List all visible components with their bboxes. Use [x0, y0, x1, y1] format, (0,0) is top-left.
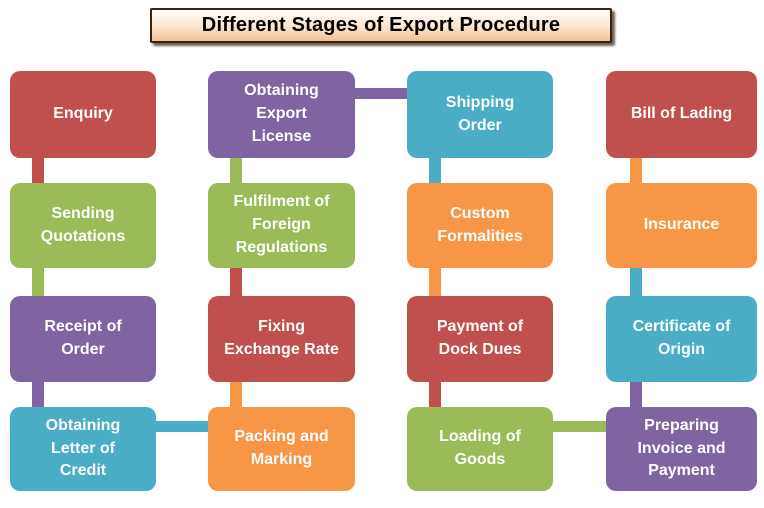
stage-box-obtaining-export-license: Obtaining Export License — [208, 71, 355, 158]
stage-label: Certificate of Origin — [632, 318, 731, 358]
stage-label: Sending Quotations — [40, 204, 126, 245]
stage-box-bill-of-lading: Bill of Lading — [606, 71, 757, 158]
stage-box-custom-formalities: Custom Formalities — [407, 183, 553, 268]
stage-label: Fixing Exchange Rate — [224, 318, 339, 358]
stage-label: Preparing Invoice and Payment — [637, 416, 726, 480]
connector-packing-and-marking-fixing-exchange-rate — [230, 381, 242, 408]
connector-fixing-exchange-rate-fulfilment — [230, 267, 242, 297]
stage-box-insurance: Insurance — [606, 183, 757, 268]
stage-box-fulfilment-of-foreign-regulations: Fulfilment of Foreign Regulations — [208, 183, 355, 268]
connector-shipping-order-custom-formalities — [429, 157, 441, 184]
connector-fulfilment-obtaining-export-license — [230, 157, 242, 184]
stage-label: Payment of Dock Dues — [436, 318, 524, 358]
connector-receipt-of-order-obtaining-letter-of-credit — [32, 381, 44, 408]
diagram-title: Different Stages of Export Procedure — [201, 14, 561, 36]
stage-box-fixing-exchange-rate: Fixing Exchange Rate — [208, 296, 355, 382]
connector-custom-formalities-payment-of-dock-dues — [429, 267, 441, 297]
connector-obtaining-export-license-shipping-order — [354, 88, 408, 99]
stage-label: Obtaining Export License — [244, 82, 319, 145]
stage-label: Fulfilment of Foreign Regulations — [233, 193, 330, 256]
stage-box-packing-and-marking: Packing and Marking — [208, 407, 355, 491]
connector-loading-of-goods-preparing-invoice — [552, 421, 607, 432]
stage-label: Shipping Order — [445, 93, 515, 134]
stage-label: Custom Formalities — [437, 204, 523, 245]
connector-payment-of-dock-dues-loading-of-goods — [429, 381, 441, 408]
stage-box-obtaining-letter-of-credit: Obtaining Letter of Credit — [10, 407, 156, 491]
connector-sending-quotations-receipt-of-order — [32, 267, 44, 297]
stage-box-enquiry: Enquiry — [10, 71, 156, 158]
stage-box-preparing-invoice-and-payment: Preparing Invoice and Payment — [606, 407, 757, 491]
stage-label: Insurance — [643, 216, 720, 234]
stage-label: Packing and Marking — [234, 428, 329, 468]
stage-label: Obtaining Letter of Credit — [45, 416, 121, 480]
connector-preparing-invoice-certificate-of-origin — [630, 381, 642, 408]
stage-box-certificate-of-origin: Certificate of Origin — [606, 296, 757, 382]
stage-box-receipt-of-order: Receipt of Order — [10, 296, 156, 382]
stage-label: Receipt of Order — [44, 318, 122, 358]
diagram-title-banner: Different Stages of Export Procedure — [150, 8, 612, 43]
connector-enquiry-sending-quotations — [32, 157, 44, 184]
stage-label: Loading of Goods — [439, 428, 521, 468]
connector-certificate-of-origin-insurance — [630, 267, 642, 297]
stage-box-shipping-order: Shipping Order — [407, 71, 553, 158]
stage-label: Enquiry — [53, 105, 113, 123]
connector-obtaining-letter-of-credit-packing-and-marking — [155, 421, 209, 432]
stage-label: Bill of Lading — [630, 105, 733, 123]
stage-box-loading-of-goods: Loading of Goods — [407, 407, 553, 491]
connector-insurance-bill-of-lading — [630, 157, 642, 184]
stage-box-sending-quotations: Sending Quotations — [10, 183, 156, 268]
stage-box-payment-of-dock-dues: Payment of Dock Dues — [407, 296, 553, 382]
